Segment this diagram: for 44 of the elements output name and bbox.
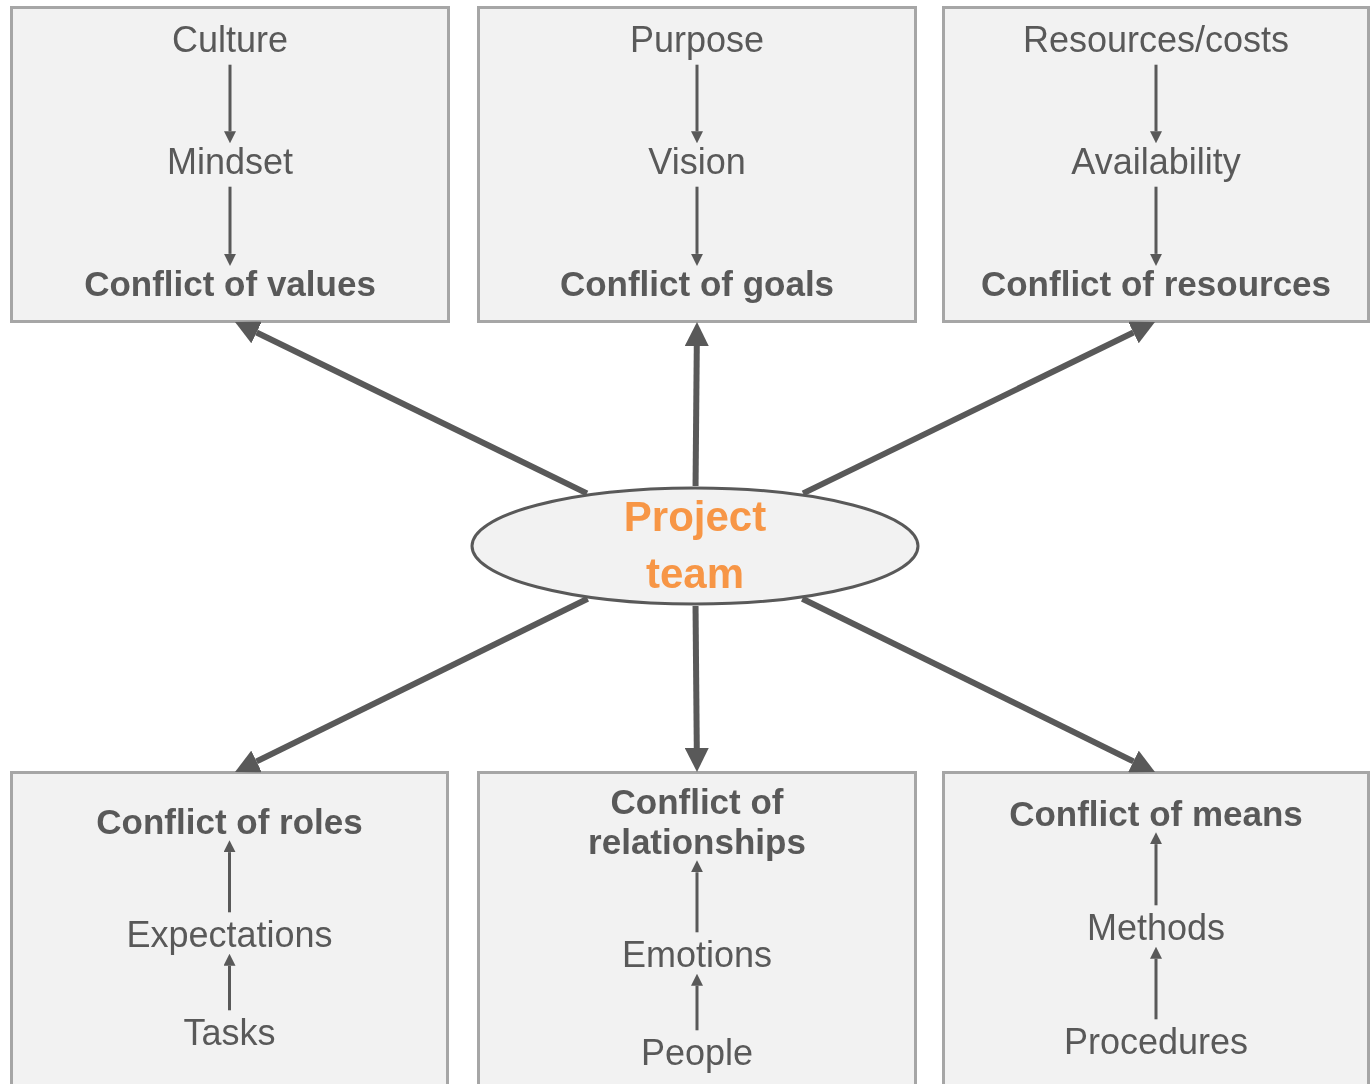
arrow — [691, 973, 703, 1031]
concept-label: Expectations — [126, 914, 333, 956]
conflict-label: Conflict of roles — [96, 801, 363, 843]
arrow — [691, 860, 703, 933]
arrow — [684, 605, 709, 772]
conflict-box — [477, 771, 917, 1084]
concept-label: Procedures — [1063, 1021, 1249, 1063]
arrow — [224, 186, 236, 266]
conflict-label: Conflict of goals — [559, 263, 835, 305]
concept-label: Tasks — [183, 1012, 276, 1054]
arrow — [223, 953, 236, 1011]
conflict-label: Conflict of relationships — [547, 781, 847, 863]
arrow — [1150, 832, 1162, 906]
arrow — [1150, 946, 1162, 1020]
concept-label: Resources/costs — [1022, 19, 1290, 61]
concept-label: Methods — [1086, 907, 1226, 949]
conflict-box — [10, 771, 449, 1084]
concept-label: Culture — [171, 19, 289, 61]
arrow — [801, 321, 1155, 497]
concept-label: Vision — [648, 141, 746, 183]
arrow — [235, 321, 589, 497]
arrow — [223, 840, 236, 913]
arrow — [1150, 64, 1162, 144]
arrow — [684, 322, 709, 487]
arrow — [691, 186, 703, 266]
concept-label: Purpose — [629, 19, 765, 61]
arrow — [1150, 186, 1162, 266]
concept-label: Mindset — [166, 141, 294, 183]
arrow — [224, 64, 236, 144]
arrow — [801, 596, 1155, 773]
conflict-box — [477, 6, 917, 323]
conflict-box — [942, 6, 1370, 323]
conflict-box — [942, 771, 1370, 1084]
team-label: Project team — [622, 492, 768, 599]
arrow — [691, 64, 703, 144]
conflict-box — [10, 6, 450, 323]
conflict-label: Conflict of values — [84, 263, 376, 305]
arrow — [235, 596, 589, 773]
conflict-label: Conflict of means — [1009, 793, 1303, 835]
team-ellipse — [470, 486, 920, 606]
concept-label: People — [640, 1032, 754, 1074]
concept-label: Emotions — [621, 934, 773, 976]
conflict-label: Conflict of resources — [980, 263, 1332, 305]
concept-label: Availability — [1071, 141, 1241, 183]
